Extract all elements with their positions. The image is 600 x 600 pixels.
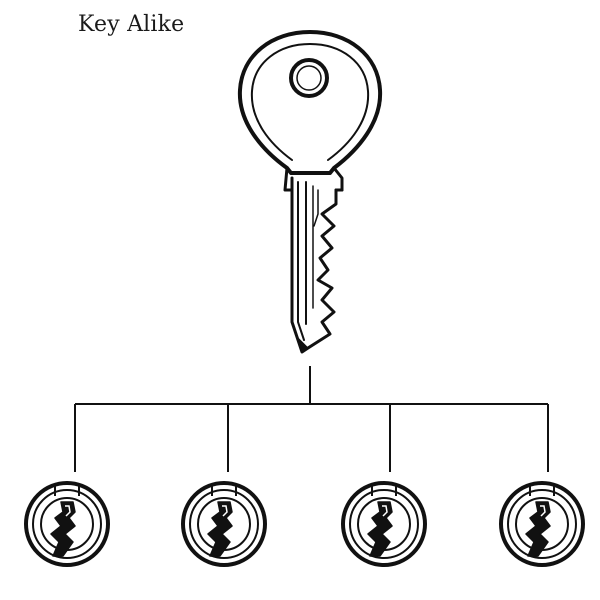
key-head-inner xyxy=(250,43,370,161)
diagram-title: Key Alike xyxy=(78,12,185,37)
lock-cylinder-icon xyxy=(341,481,427,567)
lock-cylinder-icon xyxy=(24,481,110,567)
connector-tree xyxy=(74,366,549,472)
key-head-outer xyxy=(237,30,383,175)
key-hole xyxy=(289,58,329,98)
lock-cylinder-icon xyxy=(181,481,267,567)
lock-cylinder-icon xyxy=(499,481,585,567)
key-icon xyxy=(237,30,383,354)
